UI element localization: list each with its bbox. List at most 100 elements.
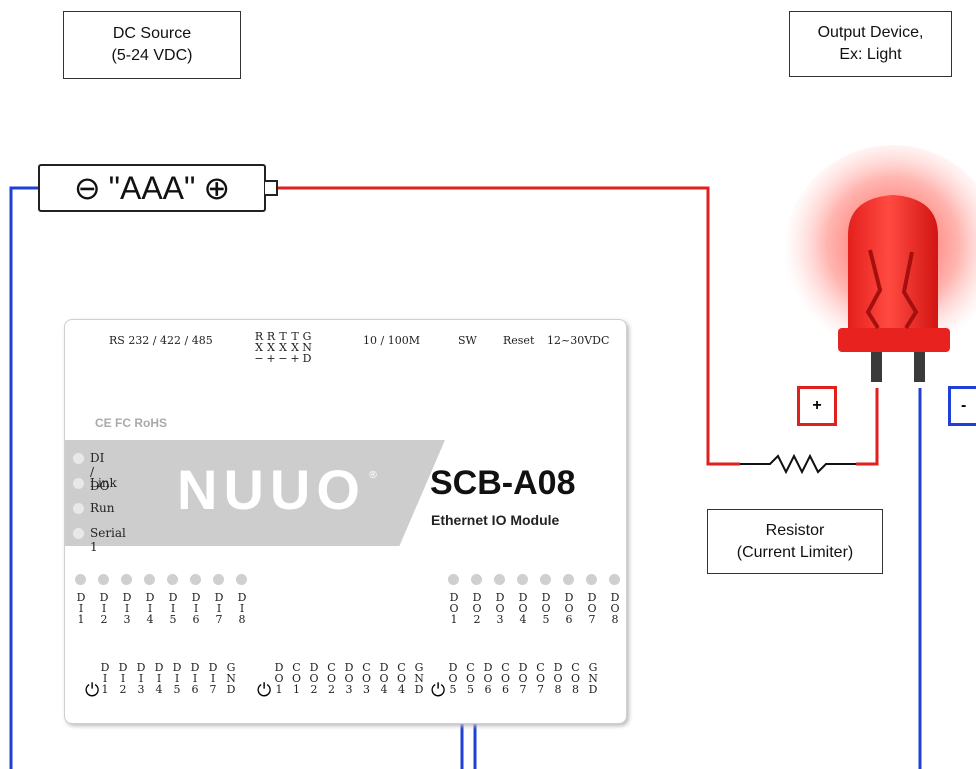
do-port-char: D (587, 591, 597, 604)
di-port-char: D (168, 591, 178, 604)
do-port-char: 1 (450, 613, 458, 626)
terminal-do-char: O (518, 672, 528, 685)
polarity-minus: - (948, 386, 976, 426)
header-port-char: G (302, 330, 312, 343)
di-port-char: 1 (77, 613, 85, 626)
terminal-do-char: C (466, 661, 475, 674)
do-port-char: 7 (588, 613, 596, 626)
do-port-char: O (472, 602, 482, 615)
terminal-do-char: N (588, 672, 598, 685)
terminal-di-char: D (136, 661, 146, 674)
di-port-char: I (147, 602, 153, 615)
terminal-di-char: I (156, 672, 162, 685)
di-port-char: 4 (146, 613, 154, 626)
terminal-do-char: 7 (537, 683, 544, 696)
terminal-do-char: 4 (380, 683, 388, 696)
terminal-di-char: 3 (137, 683, 145, 696)
io-indicator-dot (144, 574, 155, 585)
terminal-do-char: O (553, 672, 563, 685)
header-port-char: D (302, 352, 312, 365)
terminal-do-char: 2 (328, 683, 335, 696)
terminal-do-char: O (570, 672, 581, 685)
output-device-line1: Output Device, (817, 24, 924, 41)
terminal-do-char: O (379, 672, 389, 685)
io-indicator-dot (167, 574, 178, 585)
resistor-symbol (740, 453, 856, 475)
di-port-char: I (193, 602, 199, 615)
di-port-char: I (216, 602, 222, 615)
terminal-do-char: G (588, 661, 598, 674)
terminal-di-char: D (190, 661, 200, 674)
terminal-do-char: D (448, 661, 458, 674)
terminal-do-char: O (291, 672, 302, 685)
header-port-char: X (279, 341, 287, 354)
brand-logo: NUUO (177, 458, 366, 521)
model-name: SCB-A08 (430, 464, 576, 502)
do-port-char: O (587, 602, 597, 615)
do-port-char: 6 (565, 613, 573, 626)
battery-terminal (265, 180, 278, 196)
do-port-char: D (472, 591, 482, 604)
output-device-line2: Ex: Light (839, 46, 902, 63)
resistor-label: Resistor (Current Limiter) (707, 509, 883, 574)
header-rs: RS 232 / 422 / 485 (109, 334, 213, 347)
header-port-char: − (278, 352, 288, 365)
io-indicator-dot (563, 574, 574, 585)
io-indicator-dot (448, 574, 459, 585)
positive-wire-led (856, 388, 879, 466)
terminal-do-char: D (274, 661, 284, 674)
do-port-char: 2 (473, 613, 481, 626)
terminal-di-char: D (118, 661, 128, 674)
resistor-line1: Resistor (765, 521, 825, 539)
di-port-char: 5 (169, 613, 177, 626)
header-port-char: R (266, 330, 276, 343)
terminal-di-char: I (210, 672, 216, 685)
terminal-do-char: O (465, 672, 476, 685)
header-port-char: X (291, 341, 299, 354)
terminal-do-char: 2 (310, 683, 318, 696)
terminal-di-char: D (100, 661, 110, 674)
terminal-di-char: D (208, 661, 218, 674)
do-port-char: O (541, 602, 551, 615)
io-indicator-dot (586, 574, 597, 585)
di-port-char: D (145, 591, 155, 604)
header-net: 10 / 100M (363, 334, 420, 347)
terminal-do-char: D (344, 661, 354, 674)
terminal-do-char: D (379, 661, 389, 674)
dc-source-line2: (5-24 VDC) (111, 47, 193, 64)
resistor-line2: (Current Limiter) (736, 543, 854, 561)
io-indicator-dot (471, 574, 482, 585)
header-port-char: N (302, 341, 312, 354)
di-port-char: 2 (100, 613, 108, 626)
cert-marks: CE FC RoHS (95, 416, 167, 430)
di-port-char: 8 (238, 613, 246, 626)
terminal-do-char: 1 (275, 683, 283, 696)
header-port-char: − (254, 352, 264, 365)
di-port-char: D (122, 591, 132, 604)
terminal-di-char: D (154, 661, 164, 674)
header-port-char: + (266, 352, 276, 365)
terminal-di-char: 4 (155, 683, 163, 696)
di-port-char: D (76, 591, 86, 604)
header-power: 12~30VDC (547, 334, 610, 347)
di-port-char: I (124, 602, 130, 615)
